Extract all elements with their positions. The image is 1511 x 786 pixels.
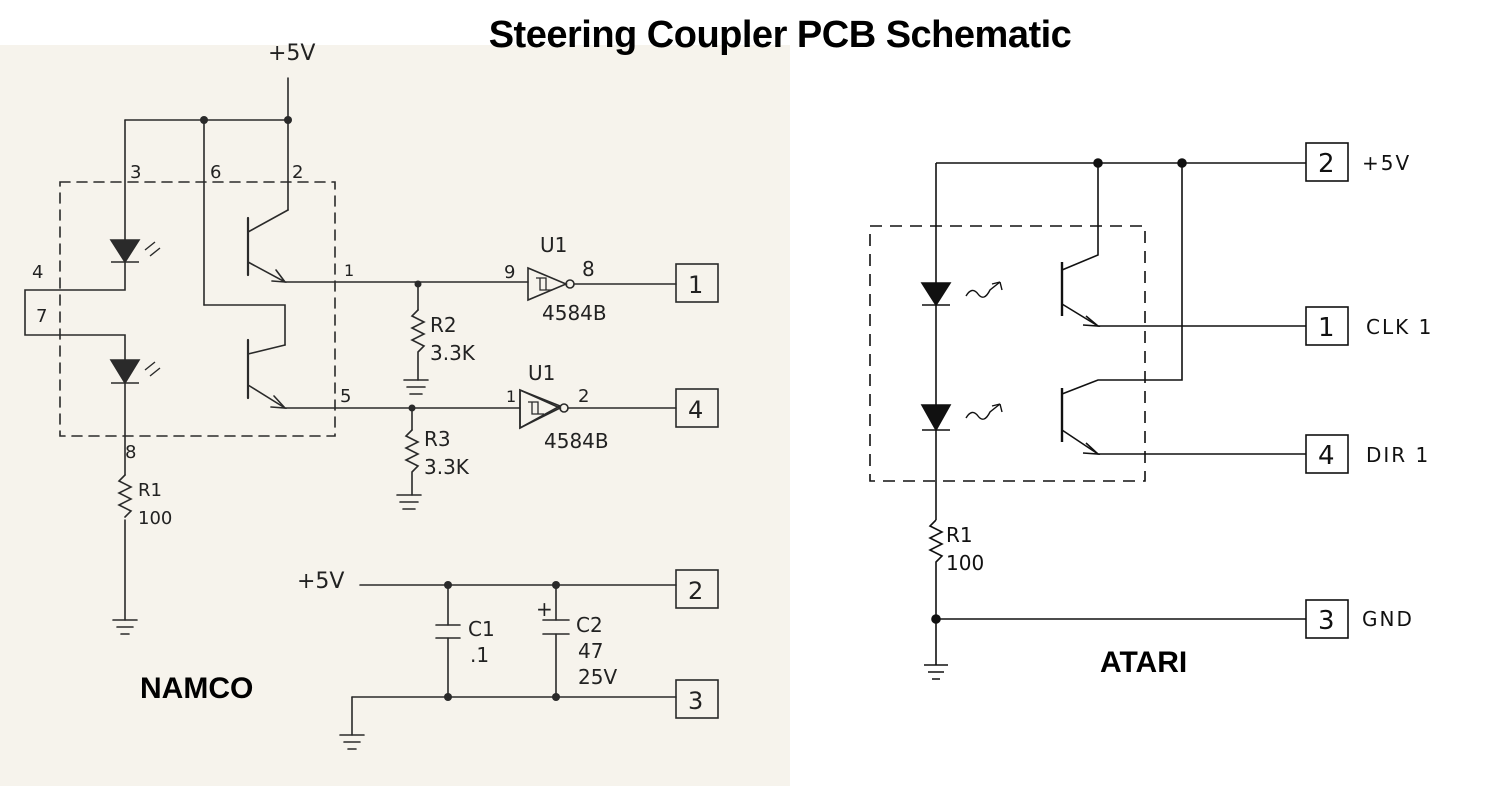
atari-connector-4-signal: DIR 1 <box>1366 443 1430 467</box>
atari-t1-collector <box>1061 163 1099 271</box>
atari-connector-2-num: 2 <box>1318 149 1335 179</box>
namco-c1 <box>435 624 461 639</box>
namco-c2 <box>542 619 570 635</box>
namco-ground1 <box>112 619 138 635</box>
namco-connector-1 <box>675 263 719 303</box>
atari-connector-3 <box>1305 599 1349 639</box>
namco-pin5: 5 <box>340 386 351 407</box>
atari-connector-3-num: 3 <box>1318 606 1335 636</box>
atari-connector-4 <box>1305 434 1349 474</box>
namco-connector-4 <box>675 388 719 428</box>
namco-paper-background <box>0 45 790 786</box>
namco-pin6: 6 <box>210 162 221 183</box>
namco-pin7: 7 <box>36 306 47 327</box>
atari-label: ATARI <box>1100 646 1188 679</box>
namco-r1-ref: R1 <box>138 480 162 501</box>
namco-connector-2 <box>675 569 719 609</box>
namco-r2-zigzag <box>410 309 426 381</box>
namco-pin2: 2 <box>292 162 303 183</box>
namco-pin3: 3 <box>130 162 141 183</box>
namco-connector-3-label: 3 <box>688 687 703 715</box>
namco-r1-value: 100 <box>138 508 172 529</box>
namco-r1-zigzag <box>117 474 133 518</box>
namco-r3-ref: R3 <box>424 427 451 451</box>
namco-opto-box <box>59 181 336 437</box>
namco-connector-1-label: 1 <box>688 271 703 299</box>
namco-pin8: 8 <box>125 442 136 463</box>
namco-u1b-in-pin: 1 <box>506 387 516 406</box>
atari-r1-zigzag <box>928 519 944 665</box>
namco-c1-value: .1 <box>470 643 489 667</box>
atari-connector-3-signal: GND <box>1362 607 1414 631</box>
schematic-title: Steering Coupler PCB Schematic <box>488 14 1072 56</box>
atari-led2-icon <box>920 404 952 432</box>
atari-connector-2 <box>1305 142 1349 182</box>
namco-c2-voltage: 25V <box>578 665 617 689</box>
namco-inverter1 <box>527 266 569 302</box>
namco-c2-value: 47 <box>578 639 603 663</box>
namco-led1-icon <box>109 239 141 264</box>
namco-c1-ref: C1 <box>468 617 495 641</box>
namco-r3-value: 3.3K <box>424 455 470 479</box>
namco-t1-emitter-wire <box>247 261 416 283</box>
namco-c2-polarity: + <box>536 597 553 621</box>
atari-r1-value: 100 <box>946 551 984 575</box>
namco-connector-2-label: 2 <box>688 577 703 605</box>
namco-u1a-out-pin: 8 <box>582 257 595 281</box>
namco-r2-value: 3.3K <box>430 341 476 365</box>
namco-inverter2 <box>519 388 562 430</box>
atari-opto-box <box>869 225 1146 482</box>
namco-t2-emitter-wire <box>247 384 521 409</box>
namco-r3-zigzag <box>404 429 420 496</box>
namco-r2-ref: R2 <box>430 313 457 337</box>
namco-pin4: 4 <box>32 262 43 283</box>
atari-connector-1-signal: CLK 1 <box>1366 315 1433 339</box>
namco-vcc-bottom-label: +5V <box>297 569 344 594</box>
namco-label: NAMCO <box>140 672 254 705</box>
namco-u1b-ref: U1 <box>528 361 555 385</box>
namco-led2-icon <box>109 359 141 385</box>
namco-u1a-in-pin: 9 <box>504 262 515 283</box>
atari-dir-wire <box>1061 429 1306 455</box>
atari-connector-4-num: 4 <box>1318 441 1335 471</box>
atari-led1-icon <box>920 282 952 307</box>
atari-ground <box>924 664 948 680</box>
namco-u1a-part: 4584B <box>542 301 607 325</box>
namco-c2-ref: C2 <box>576 613 603 637</box>
namco-connector-4-label: 4 <box>688 396 703 424</box>
namco-u1a-ref: U1 <box>540 233 567 257</box>
atari-clk-wire <box>1061 303 1306 327</box>
namco-connector-3 <box>675 679 719 719</box>
namco-u1b-part: 4584B <box>544 429 609 453</box>
atari-connector-1-num: 1 <box>1318 313 1335 343</box>
namco-u1b-out-pin: 2 <box>578 386 589 407</box>
namco-pin1: 1 <box>344 261 354 280</box>
atari-light-arrow2 <box>965 403 1001 420</box>
atari-light-arrow1 <box>965 281 1001 298</box>
atari-connector-2-signal: +5V <box>1362 151 1411 175</box>
namco-vcc-top-label: +5V <box>268 41 315 66</box>
atari-connector-1 <box>1305 306 1349 346</box>
atari-t2-collector <box>1061 163 1183 395</box>
namco-schematic: +5V 3 6 2 4 7 1 5 8 R1 100 9 U1 8 4584B … <box>24 41 719 750</box>
atari-r1-ref: R1 <box>946 523 973 547</box>
namco-ground2 <box>339 734 365 750</box>
